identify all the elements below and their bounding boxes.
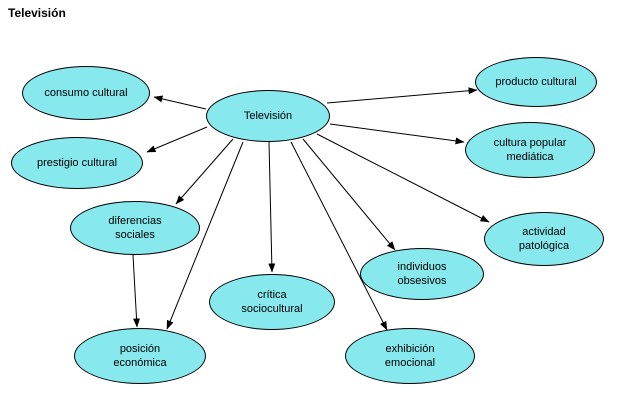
node-label: consumo cultural	[44, 86, 128, 99]
node-label: actividad patológica	[518, 225, 570, 252]
page-title: Televisión	[8, 6, 66, 20]
edge-television-producto-cultural	[326, 87, 478, 104]
edge-television-actividad-patologica	[316, 133, 490, 223]
edge-television-consumo-cultural	[153, 95, 207, 110]
edge-television-diferencias-sociales	[175, 138, 234, 205]
node-individuos-obsesivos: individuos obsesivos	[360, 248, 484, 300]
node-label: exhibición emocional	[384, 342, 436, 369]
node-exhibicion-emocional: exhibición emocional	[345, 328, 475, 384]
node-label: diferencias sociales	[108, 214, 162, 241]
node-posicion-economica: posición económica	[74, 328, 206, 384]
node-consumo-cultural: consumo cultural	[22, 66, 150, 120]
node-prestigio-cultural: prestigio cultural	[11, 137, 143, 189]
edge-television-individuos-obsesivos	[302, 138, 396, 251]
node-label: producto cultural	[495, 75, 577, 88]
edge-television-cultura-popular-mediatica	[329, 123, 465, 145]
node-label: cultura popular mediática	[493, 136, 567, 163]
edge-television-critica-sociocultural	[268, 141, 276, 273]
node-diferencias-sociales: diferencias sociales	[70, 201, 200, 255]
node-label: posición económica	[113, 342, 167, 369]
node-actividad-patologica: actividad patológica	[484, 212, 604, 266]
node-television: Televisión	[206, 90, 330, 142]
edge-diferencias-sociales-posicion-economica	[132, 254, 141, 328]
node-cultura-popular-mediatica: cultura popular mediática	[465, 122, 595, 178]
node-label: Televisión	[243, 109, 293, 122]
node-label: crítica sociocultural	[241, 288, 303, 315]
node-label: individuos obsesivos	[397, 260, 447, 287]
node-critica-sociocultural: crítica sociocultural	[209, 274, 335, 330]
edge-television-prestigio-cultural	[146, 126, 208, 153]
node-producto-cultural: producto cultural	[475, 57, 597, 107]
node-label: prestigio cultural	[36, 156, 118, 169]
